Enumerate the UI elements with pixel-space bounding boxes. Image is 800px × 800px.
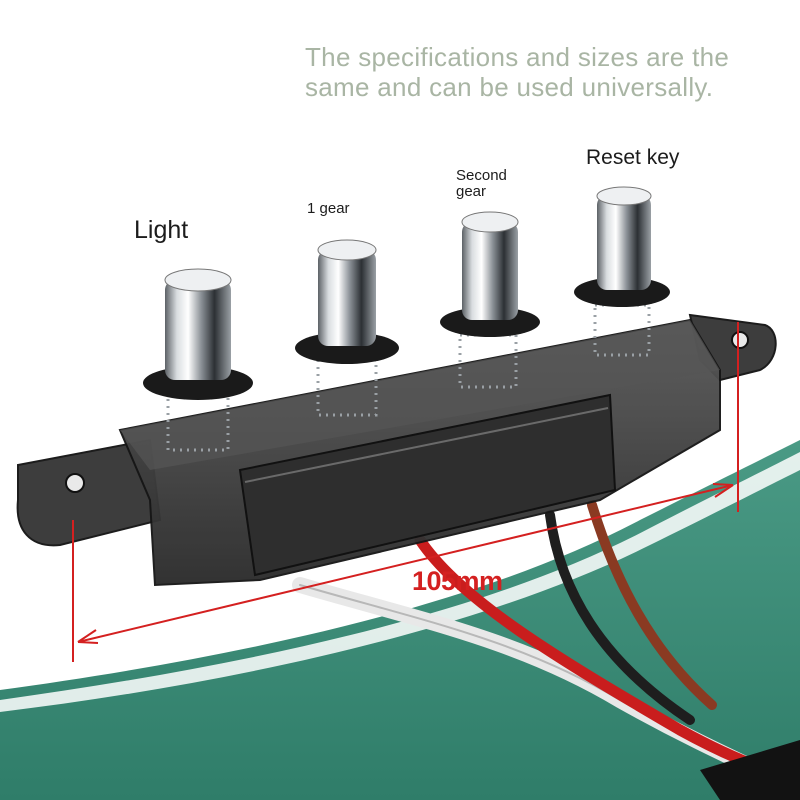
dimension-lines (72, 322, 739, 662)
spring-reset (593, 303, 651, 357)
cap-reset (597, 195, 651, 290)
left-flange (16, 438, 162, 547)
cap-top-gear2 (461, 211, 519, 233)
cap-top-gear1 (317, 239, 377, 261)
housing-top (120, 320, 720, 470)
dimension-line (77, 484, 734, 643)
cap-top-light (164, 268, 232, 292)
left-mount-hole (65, 473, 85, 493)
button-light (143, 268, 253, 452)
cover-ridge (244, 407, 609, 483)
cap-light (165, 280, 231, 380)
cap-gear1 (318, 250, 376, 346)
right-arrowhead (712, 483, 734, 498)
label-gear2-line-1: Second (456, 167, 507, 184)
button-gear1 (295, 239, 399, 417)
label-gear1: 1 gear (307, 200, 350, 217)
front-cover (238, 393, 617, 577)
brown-wire (587, 500, 717, 710)
button-reset (574, 186, 670, 357)
left-arrowhead (77, 629, 99, 644)
cap-top-reset (596, 186, 652, 206)
headline-line-1: The specifications and sizes are the (305, 42, 730, 72)
right-mount-hole (731, 331, 749, 349)
cap-gear2 (462, 222, 518, 320)
wires (292, 500, 800, 800)
button-gear2 (440, 211, 540, 389)
dimension-label: 105mm (412, 566, 503, 596)
label-gear2-line-2: gear (456, 183, 487, 200)
black-wire (545, 510, 695, 725)
label-gear2: Second gear (456, 168, 546, 200)
cable-sleeve (700, 740, 800, 800)
label-light: Light (134, 216, 189, 244)
headline: The specifications and sizes are the sam… (305, 42, 775, 102)
switch-body (16, 313, 777, 587)
headline-line-2: same and can be used universally. (305, 72, 714, 102)
label-reset: Reset key (586, 146, 680, 169)
